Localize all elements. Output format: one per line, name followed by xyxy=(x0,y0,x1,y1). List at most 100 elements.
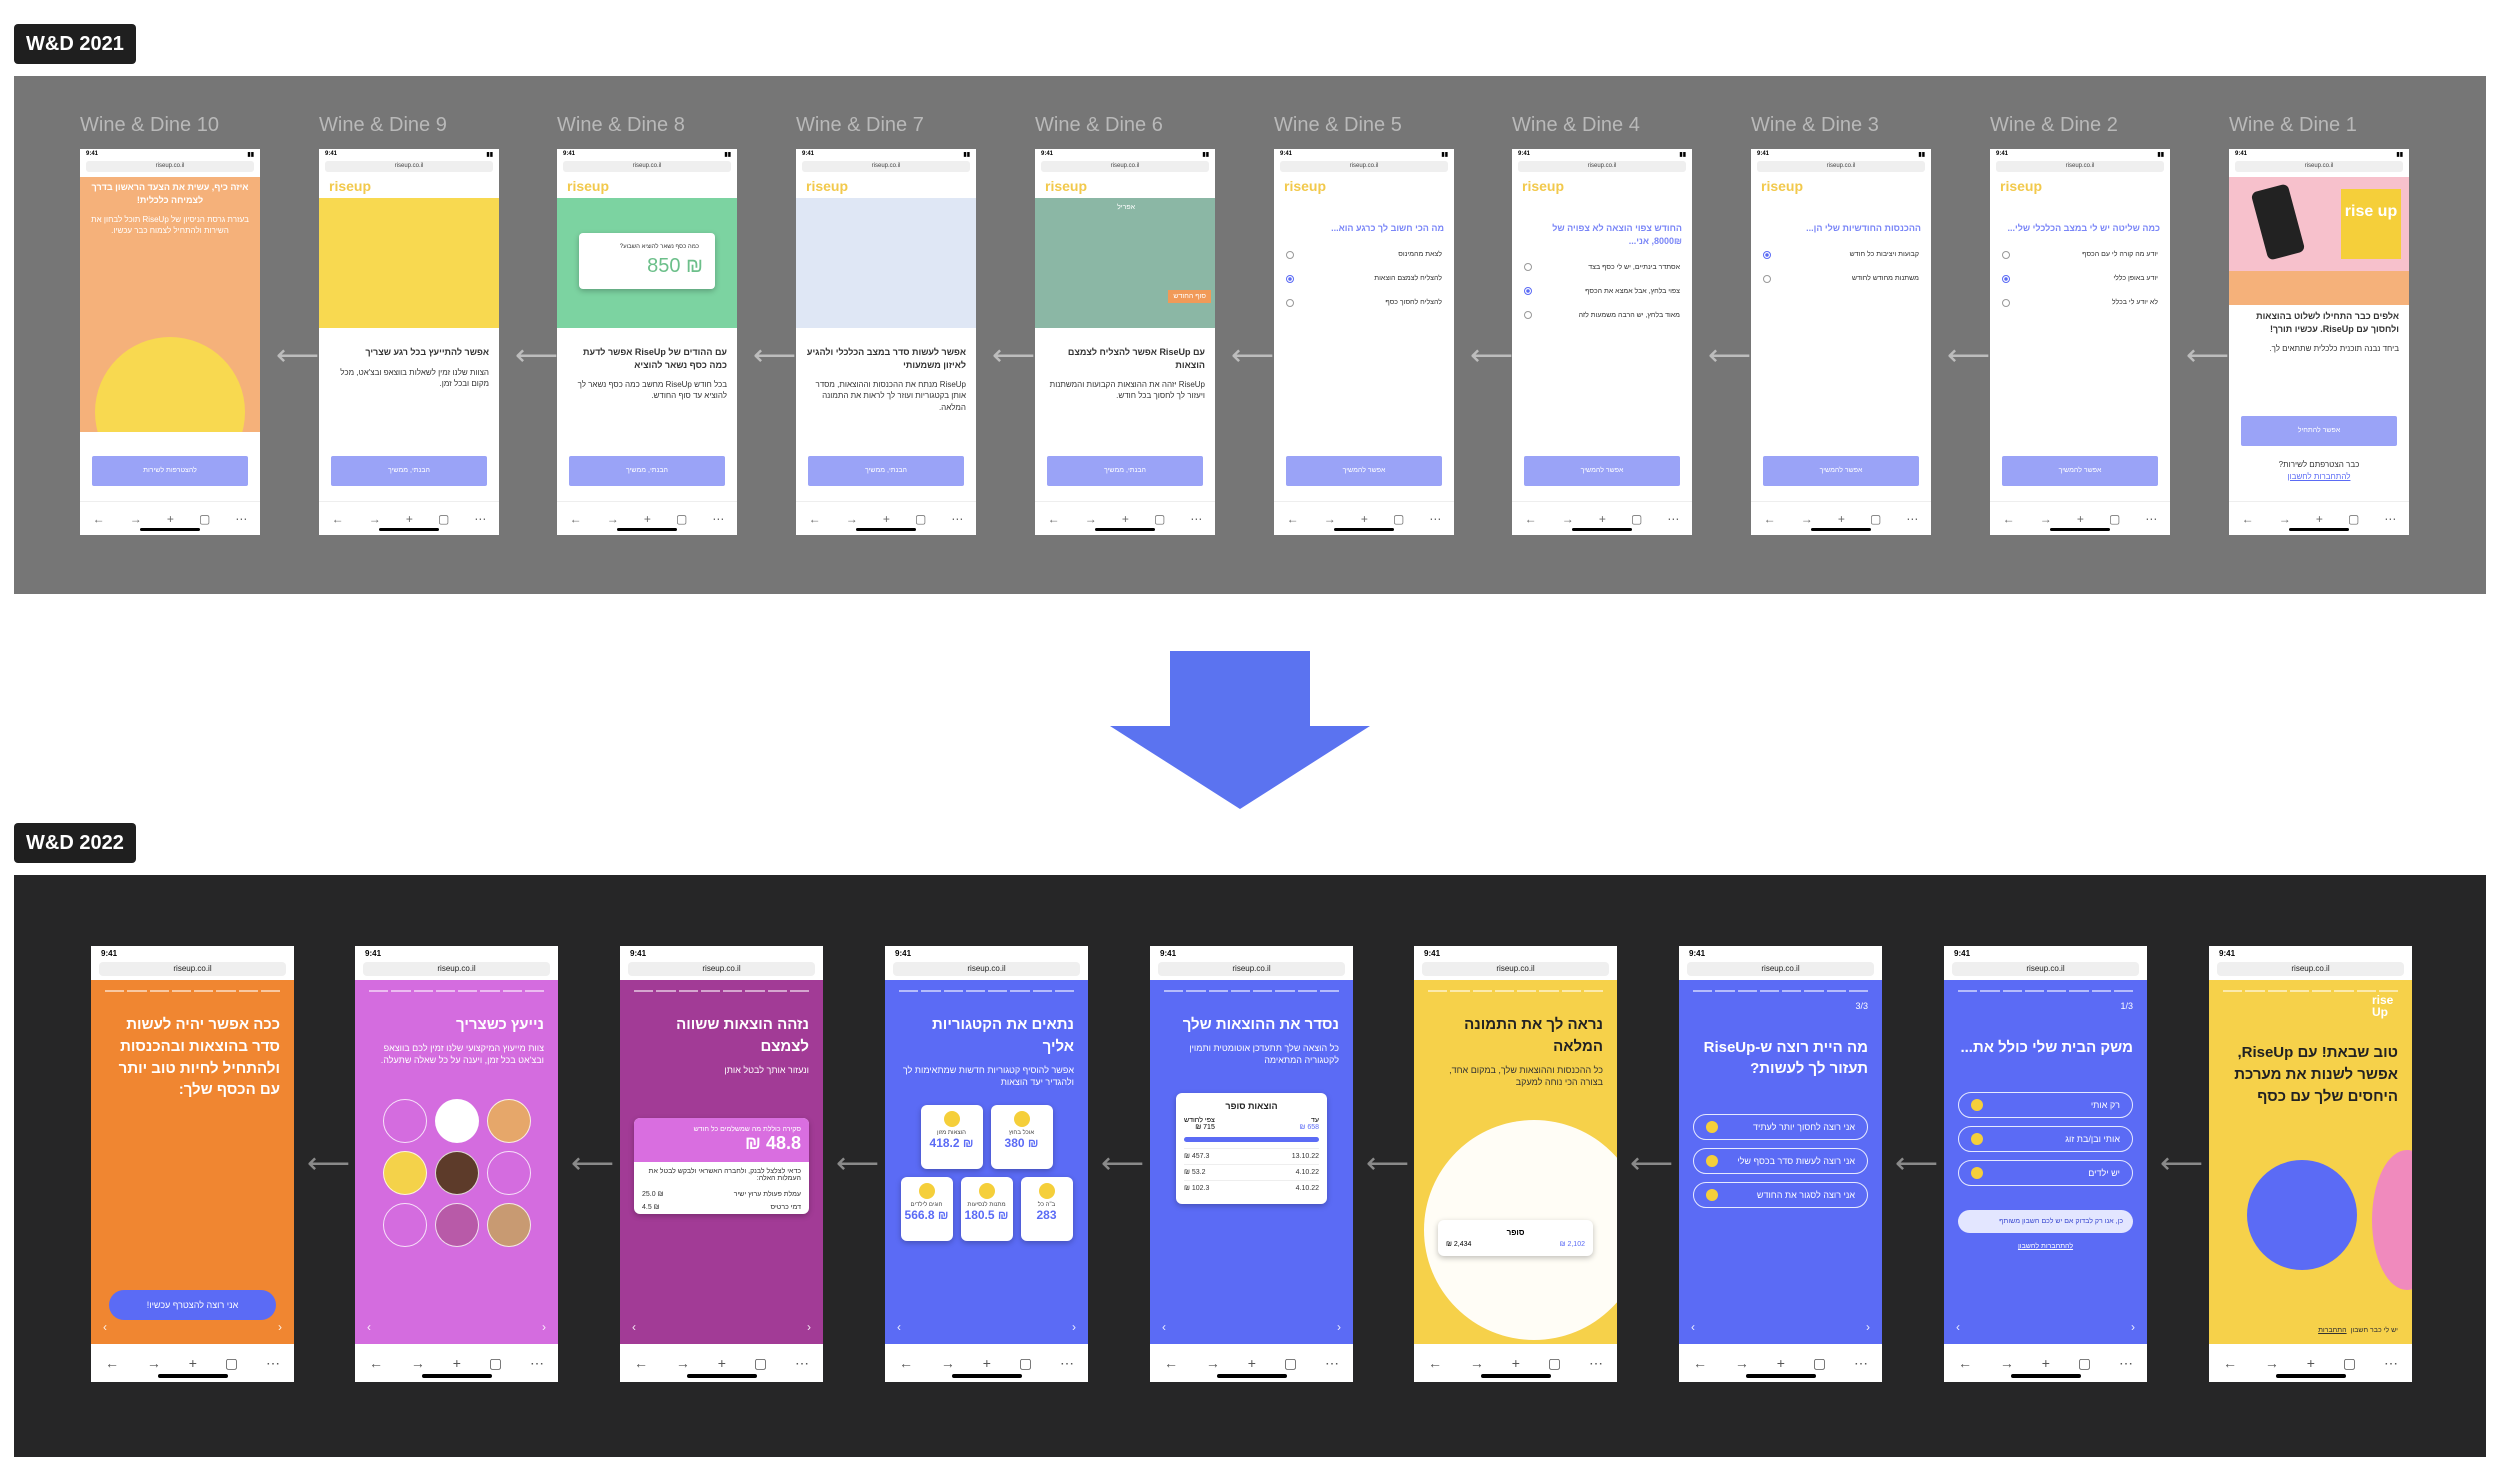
new-tab-icon[interactable]: + xyxy=(1598,511,1606,526)
answer-option[interactable]: יש ילדים xyxy=(1958,1160,2133,1187)
forward-icon[interactable]: → xyxy=(1469,1355,1484,1371)
more-icon[interactable]: ⋯ xyxy=(1589,1354,1603,1371)
back-icon[interactable]: ← xyxy=(2241,511,2254,526)
radio-option[interactable]: מאוד בלחץ, יש הרבה משמעות לזה xyxy=(1512,307,1692,323)
new-tab-icon[interactable]: + xyxy=(643,511,651,526)
more-icon[interactable]: ⋯ xyxy=(795,1354,809,1371)
back-icon[interactable]: ← xyxy=(1427,1355,1442,1371)
new-tab-icon[interactable]: + xyxy=(1511,1355,1520,1371)
new-tab-icon[interactable]: + xyxy=(188,1355,197,1371)
url-bar[interactable]: riseup.co.il xyxy=(363,962,550,976)
forward-icon[interactable]: → xyxy=(1084,511,1097,526)
tabs-icon[interactable]: ▢ xyxy=(1392,511,1405,526)
back-icon[interactable]: ← xyxy=(633,1355,648,1371)
back-icon[interactable]: ← xyxy=(368,1355,383,1371)
new-tab-icon[interactable]: + xyxy=(2306,1355,2315,1371)
login-caption-link[interactable]: התחברות xyxy=(2318,1327,2347,1334)
back-icon[interactable]: ← xyxy=(808,511,821,526)
radio-button[interactable] xyxy=(2002,250,2010,259)
new-tab-icon[interactable]: + xyxy=(717,1355,726,1371)
forward-icon[interactable]: → xyxy=(940,1355,955,1371)
url-bar[interactable]: riseup.co.il xyxy=(1280,161,1448,172)
cta-button[interactable]: אפשר להתחיל xyxy=(2241,416,2397,446)
tabs-icon[interactable]: ▢ xyxy=(224,1354,239,1371)
forward-icon[interactable]: → xyxy=(1734,1355,1749,1371)
forward-icon[interactable]: → xyxy=(606,511,619,526)
url-bar[interactable]: riseup.co.il xyxy=(1757,161,1925,172)
forward-icon[interactable]: → xyxy=(2264,1355,2279,1371)
url-bar[interactable]: riseup.co.il xyxy=(563,161,731,172)
forward-icon[interactable]: → xyxy=(2278,511,2291,526)
forward-icon[interactable]: → xyxy=(1800,511,1813,526)
radio-button[interactable] xyxy=(2002,298,2010,307)
back-icon[interactable]: ← xyxy=(104,1355,119,1371)
new-tab-icon[interactable]: + xyxy=(2076,511,2084,526)
next-chevron-icon[interactable]: › xyxy=(1337,1320,1341,1334)
forward-icon[interactable]: → xyxy=(675,1355,690,1371)
radio-button[interactable] xyxy=(2002,274,2010,283)
url-bar[interactable]: riseup.co.il xyxy=(802,161,970,172)
new-tab-icon[interactable]: + xyxy=(405,511,413,526)
forward-icon[interactable]: → xyxy=(1561,511,1574,526)
cta-button[interactable]: אפשר להמשיך xyxy=(2002,456,2158,486)
next-chevron-icon[interactable]: › xyxy=(807,1320,811,1334)
cta-button[interactable]: אפשר להמשיך xyxy=(1286,456,1442,486)
back-icon[interactable]: ← xyxy=(2002,511,2015,526)
back-icon[interactable]: ← xyxy=(569,511,582,526)
answer-option[interactable]: אני רוצה לסגור את החודש xyxy=(1693,1182,1868,1209)
tabs-icon[interactable]: ▢ xyxy=(675,511,688,526)
new-tab-icon[interactable]: + xyxy=(1360,511,1368,526)
next-chevron-icon[interactable]: › xyxy=(1072,1320,1076,1334)
new-tab-icon[interactable]: + xyxy=(452,1355,461,1371)
tabs-icon[interactable]: ▢ xyxy=(2077,1354,2092,1371)
login-link[interactable]: להתחברות לחשבון xyxy=(2017,1243,2074,1251)
back-icon[interactable]: ← xyxy=(898,1355,913,1371)
radio-option[interactable]: לצאת מהמינוס xyxy=(1274,247,1454,263)
more-icon[interactable]: ⋯ xyxy=(1667,511,1680,526)
tabs-icon[interactable]: ▢ xyxy=(488,1354,503,1371)
more-icon[interactable]: ⋯ xyxy=(2145,511,2158,526)
prev-chevron-icon[interactable]: ‹ xyxy=(1162,1320,1166,1334)
more-icon[interactable]: ⋯ xyxy=(712,511,725,526)
more-icon[interactable]: ⋯ xyxy=(1854,1354,1868,1371)
forward-icon[interactable]: → xyxy=(368,511,381,526)
forward-icon[interactable]: → xyxy=(845,511,858,526)
next-chevron-icon[interactable]: › xyxy=(1866,1320,1870,1334)
tabs-icon[interactable]: ▢ xyxy=(1630,511,1643,526)
url-bar[interactable]: riseup.co.il xyxy=(1041,161,1209,172)
more-icon[interactable]: ⋯ xyxy=(2384,511,2397,526)
more-icon[interactable]: ⋯ xyxy=(266,1354,280,1371)
answer-option[interactable]: רק אותי xyxy=(1958,1092,2133,1119)
radio-option[interactable]: לא יודע לי בכלל xyxy=(1990,295,2170,311)
radio-button[interactable] xyxy=(1524,263,1532,272)
back-icon[interactable]: ← xyxy=(1957,1355,1972,1371)
url-bar[interactable]: riseup.co.il xyxy=(1996,161,2164,172)
tabs-icon[interactable]: ▢ xyxy=(1018,1354,1033,1371)
url-bar[interactable]: riseup.co.il xyxy=(86,161,254,172)
url-bar[interactable]: riseup.co.il xyxy=(1687,962,1874,976)
more-icon[interactable]: ⋯ xyxy=(2119,1354,2133,1371)
radio-button[interactable] xyxy=(1286,250,1294,259)
new-tab-icon[interactable]: + xyxy=(166,511,174,526)
url-bar[interactable]: riseup.co.il xyxy=(1952,962,2139,976)
more-icon[interactable]: ⋯ xyxy=(1190,511,1203,526)
tabs-icon[interactable]: ▢ xyxy=(198,511,211,526)
new-tab-icon[interactable]: + xyxy=(1837,511,1845,526)
radio-button[interactable] xyxy=(1763,250,1771,259)
cta-button[interactable]: להצטרפות לשירות xyxy=(92,456,248,486)
back-icon[interactable]: ← xyxy=(1524,511,1537,526)
prev-chevron-icon[interactable]: ‹ xyxy=(897,1320,901,1334)
answer-option[interactable]: אני רוצה לעשות סדר בכסף שלי xyxy=(1693,1148,1868,1175)
cta-button[interactable]: אפשר להמשיך xyxy=(1524,456,1680,486)
tabs-icon[interactable]: ▢ xyxy=(1869,511,1882,526)
back-icon[interactable]: ← xyxy=(331,511,344,526)
prev-chevron-icon[interactable]: ‹ xyxy=(632,1320,636,1334)
more-icon[interactable]: ⋯ xyxy=(951,511,964,526)
more-icon[interactable]: ⋯ xyxy=(235,511,248,526)
radio-option[interactable]: צפוי בלחץ, אבל אמצא את הכסף xyxy=(1512,283,1692,299)
next-chevron-icon[interactable]: › xyxy=(278,1320,282,1334)
next-chevron-icon[interactable]: › xyxy=(542,1320,546,1334)
tabs-icon[interactable]: ▢ xyxy=(753,1354,768,1371)
